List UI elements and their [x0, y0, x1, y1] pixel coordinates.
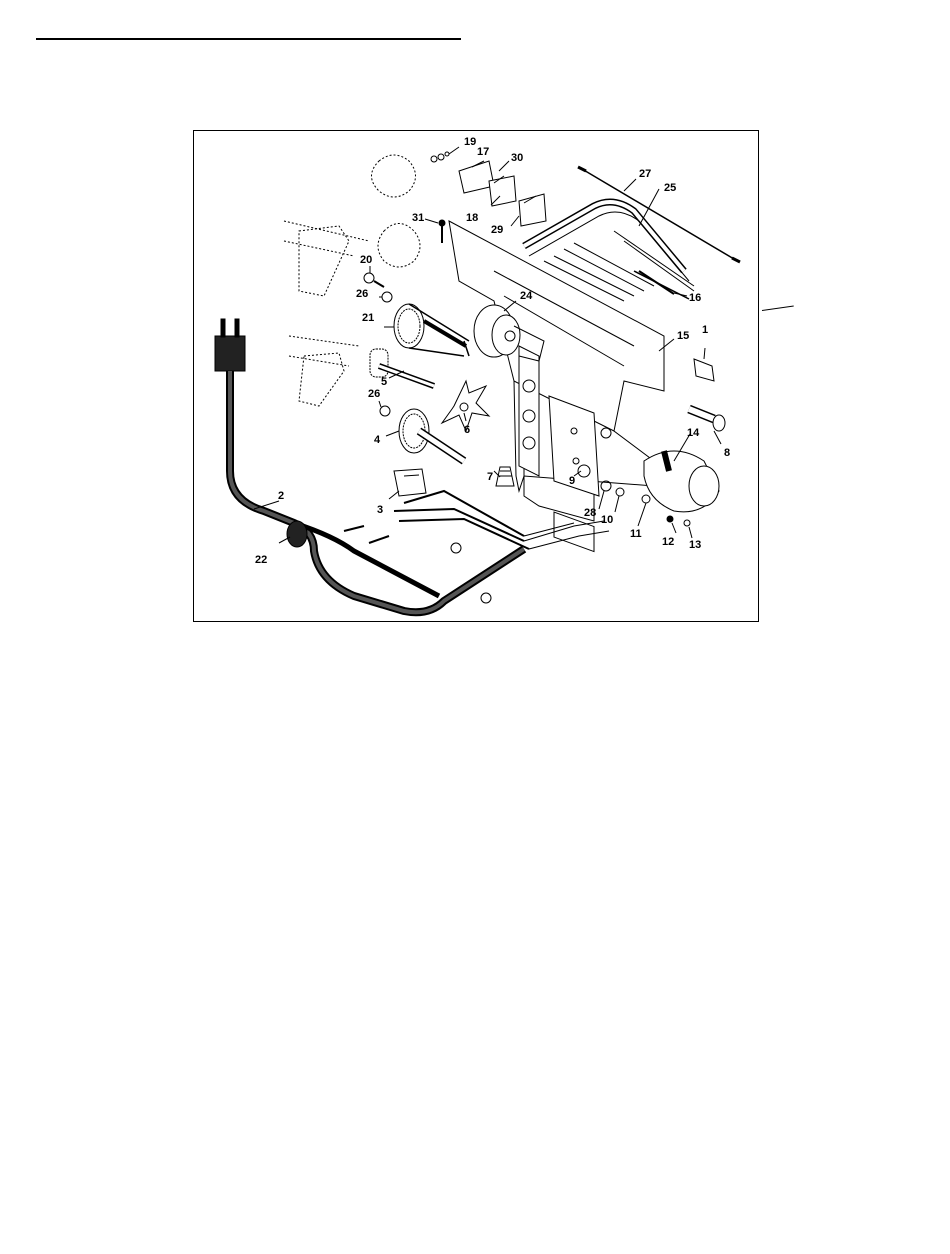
- callout-9: 9: [569, 475, 575, 487]
- washer-26-lower: [380, 406, 390, 416]
- terminal-block-3: [394, 469, 426, 496]
- callout-27: 27: [639, 168, 651, 180]
- callout-2: 2: [278, 490, 284, 502]
- callout-26-lower: 26: [368, 388, 380, 400]
- pinion-gear-5: [370, 349, 434, 386]
- callout-26-upper: 26: [356, 288, 368, 300]
- callout-1: 1: [702, 324, 708, 336]
- exploded-view-drawing: 1 2 3 4 5 6 7 8 9 10 11 12 13 14 15 16 1…: [194, 131, 759, 622]
- callout-20: 20: [360, 254, 372, 266]
- exploded-view-figure: 1 2 3 4 5 6 7 8 9 10 11 12 13 14 15 16 1…: [193, 130, 759, 622]
- upper-gear-21: [394, 304, 469, 356]
- callout-28: 28: [584, 507, 596, 519]
- callout-3: 3: [377, 504, 383, 516]
- thumbscrew-20: [364, 273, 384, 287]
- chassis-plate: [449, 221, 664, 552]
- callout-22: 22: [255, 554, 267, 566]
- strain-relief-22: [287, 521, 307, 547]
- heating-element-rods: [524, 167, 740, 281]
- callout-10: 10: [601, 514, 613, 526]
- callout-19: 19: [464, 136, 476, 148]
- callout-25: 25: [664, 182, 676, 194]
- callout-18: 18: [466, 212, 478, 224]
- timer-knob-14: [644, 451, 719, 512]
- washer-26-upper: [382, 292, 392, 302]
- callout-13: 13: [689, 539, 701, 551]
- callout-5: 5: [381, 376, 387, 388]
- callout-8: 8: [724, 447, 730, 459]
- callout-24: 24: [520, 290, 533, 302]
- margin-tick-mark: [762, 306, 794, 311]
- callout-21: 21: [362, 312, 374, 324]
- callout-31: 31: [412, 212, 424, 224]
- micro-switches: [431, 152, 546, 226]
- screw-16: [639, 271, 674, 294]
- screw-31: [439, 220, 445, 243]
- header-rule: [36, 38, 461, 40]
- callout-14: 14: [687, 427, 700, 439]
- callout-17: 17: [477, 146, 489, 158]
- gear-brackets: [284, 155, 420, 406]
- wire-nut-7: [496, 467, 514, 486]
- callout-4: 4: [374, 434, 381, 446]
- callout-29: 29: [491, 224, 503, 236]
- callout-16: 16: [689, 292, 701, 304]
- callout-7: 7: [487, 471, 493, 483]
- callout-11: 11: [630, 528, 642, 540]
- callout-15: 15: [677, 330, 689, 342]
- callout-12: 12: [662, 536, 674, 548]
- clip-1: [694, 359, 714, 381]
- callout-6: 6: [464, 424, 470, 436]
- callout-30: 30: [511, 152, 523, 164]
